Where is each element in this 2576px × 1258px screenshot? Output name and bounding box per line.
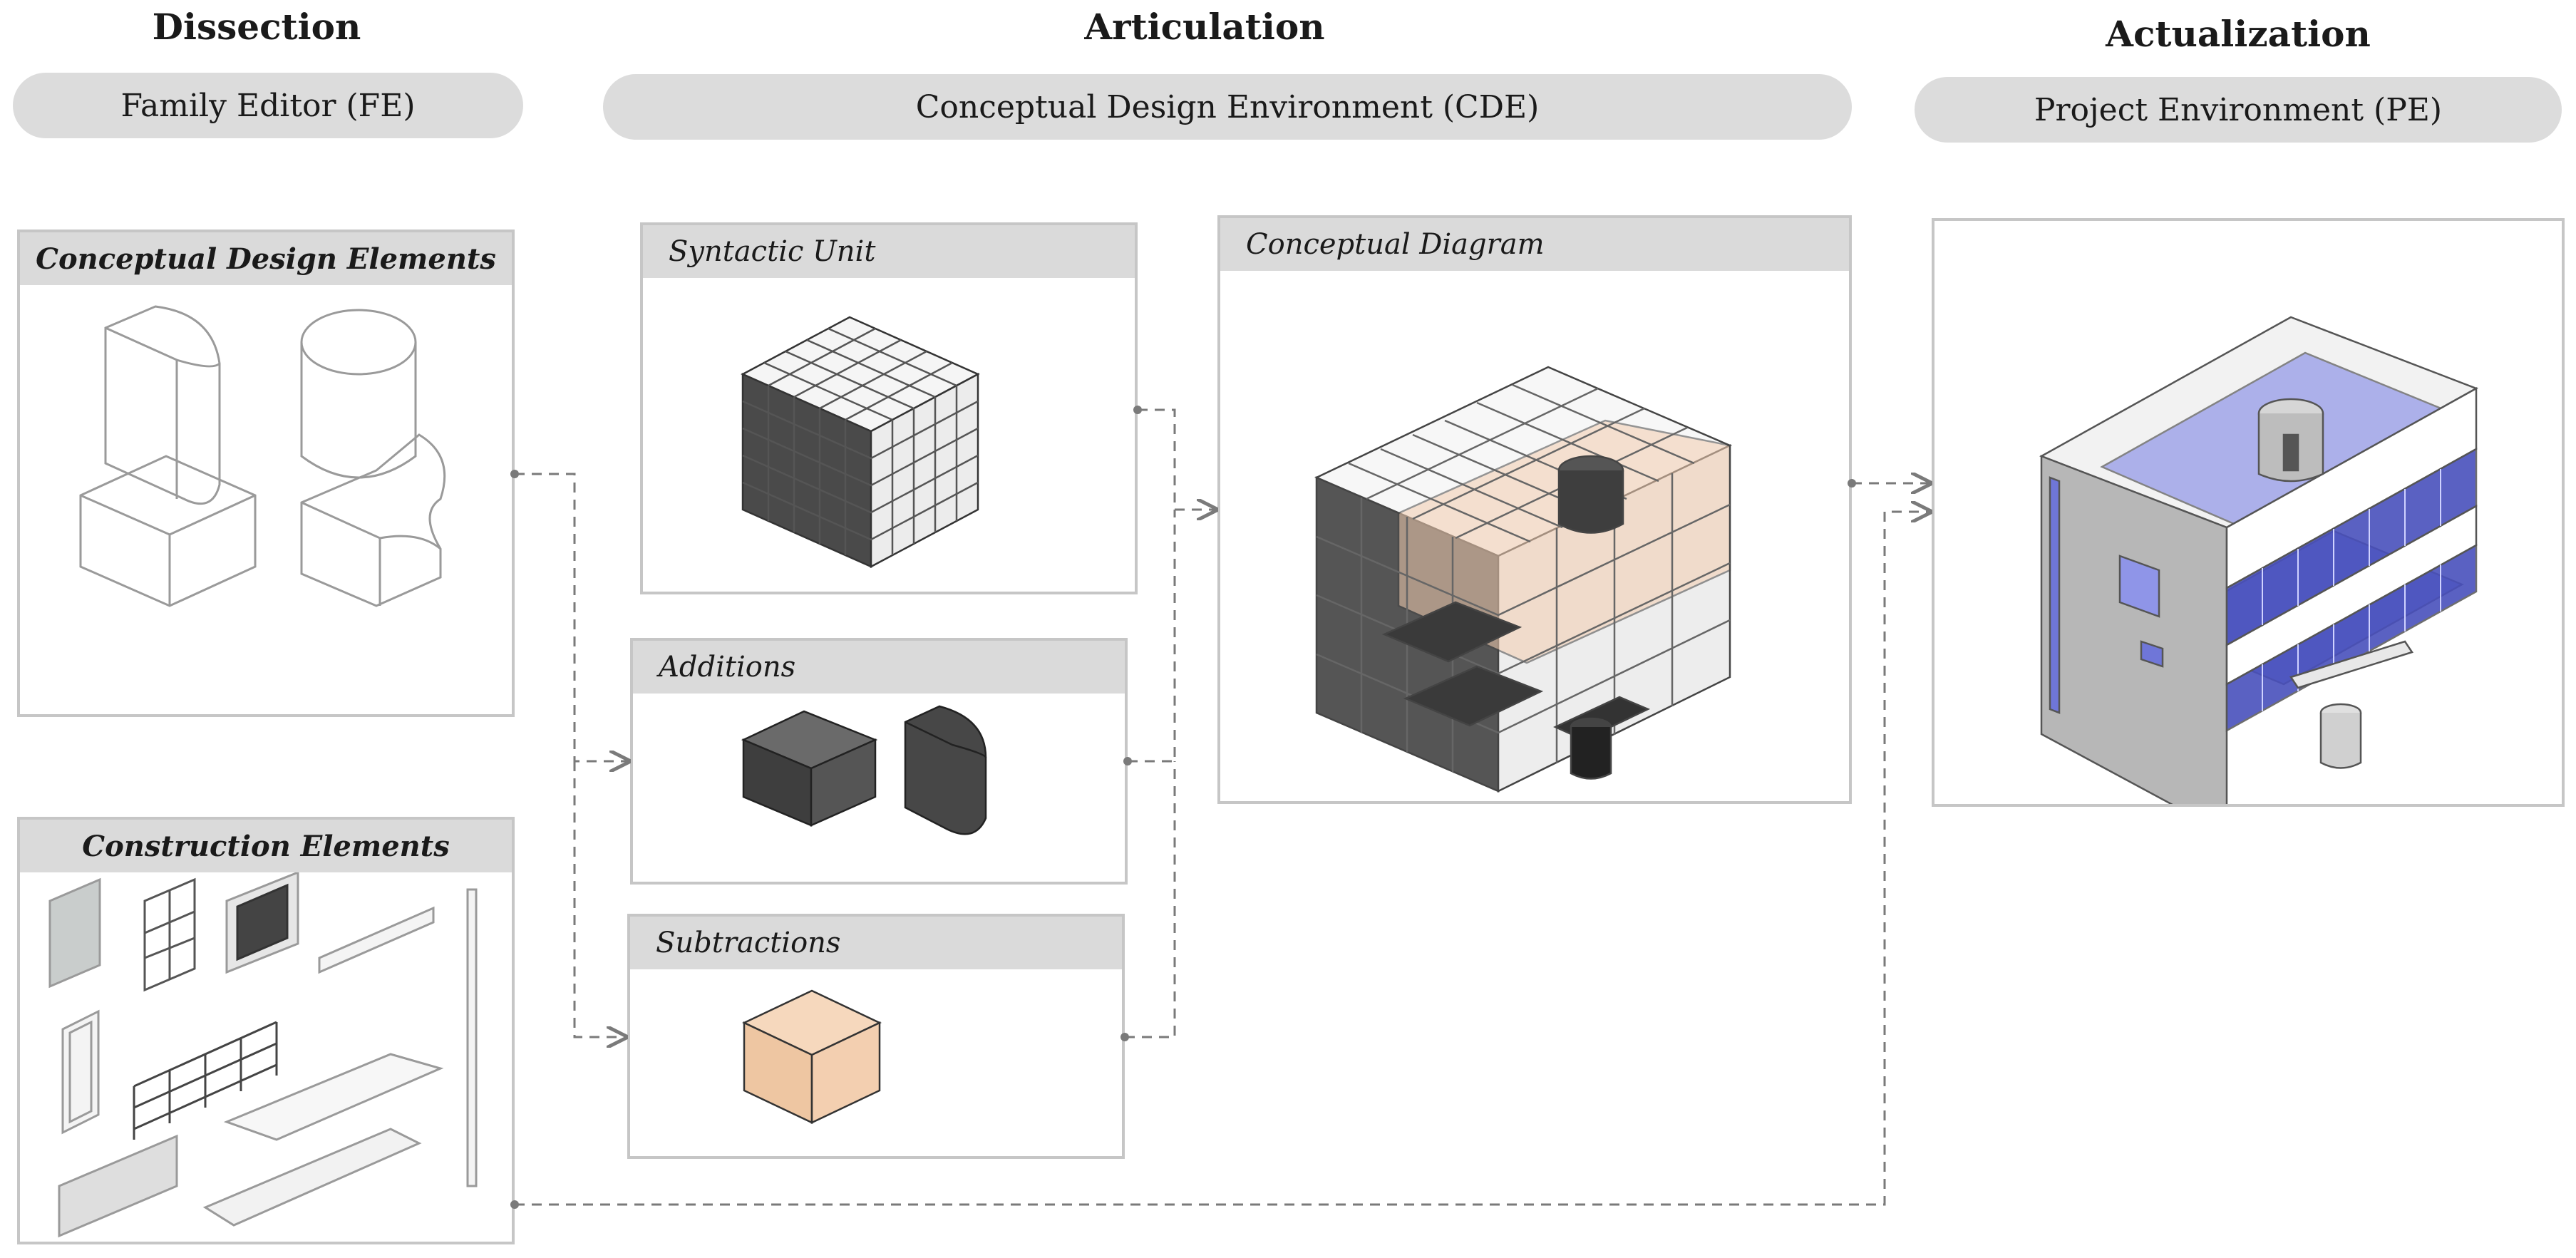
stage-title-dissection: Dissection — [152, 6, 361, 48]
door-icon — [61, 1009, 100, 1135]
slab-icon — [223, 1053, 444, 1141]
stage-title-actualization: Actualization — [2106, 13, 2371, 55]
subtractions-illustration — [742, 989, 882, 1124]
curtain-wall-icon — [143, 877, 196, 992]
panel-conceptual-diagram: Conceptual Diagram — [1217, 215, 1852, 804]
diagram-cylinder-top — [1557, 455, 1624, 534]
panel-title: Additions — [633, 641, 1125, 694]
environment-pill-fe: Family Editor (FE) — [13, 73, 523, 138]
curved-cutout-shape — [300, 433, 446, 607]
panel-project-environment — [1932, 218, 2565, 807]
stage-title-articulation: Articulation — [1084, 6, 1325, 48]
panel-title: Construction Elements — [20, 820, 512, 872]
rounded-prism-shape — [104, 305, 221, 505]
wall-segment-icon — [58, 1134, 178, 1238]
beam-icon — [318, 906, 435, 974]
solid-box-shape — [741, 710, 878, 827]
panel-title: Conceptual Diagram — [1220, 218, 1849, 271]
panel-subtractions: Subtractions — [627, 914, 1125, 1159]
floor-slab-icon — [202, 1128, 422, 1227]
connector-cde-elements — [515, 473, 627, 761]
conceptual-shapes-illustration — [79, 305, 446, 607]
solid-rounded-prism-shape — [904, 705, 987, 835]
conceptual-diagram-illustration — [1314, 366, 1733, 793]
connector-syntactic-unit — [1138, 408, 1215, 510]
box-shape — [79, 455, 257, 607]
additions-illustration — [741, 705, 987, 835]
panel-title: Subtractions — [630, 917, 1122, 969]
connector-cde-to-subtractions — [573, 761, 624, 1037]
environment-pill-pe: Project Environment (PE) — [1915, 77, 2562, 143]
panel-title: Conceptual Design Elements — [20, 232, 512, 285]
panel-additions: Additions — [630, 638, 1128, 885]
column-icon — [466, 888, 478, 1187]
panel-syntactic-unit: Syntactic Unit — [640, 222, 1138, 594]
panel-title: Syntactic Unit — [643, 225, 1135, 278]
building-model-illustration — [2039, 316, 2478, 804]
panel-conceptual-design-elements: Conceptual Design Elements — [17, 230, 515, 717]
wall-panel-icon — [48, 877, 101, 989]
connector-subtractions — [1125, 761, 1176, 1038]
diagram-cylinder-bottom — [1570, 717, 1612, 780]
grid-cube-illustration — [741, 316, 980, 569]
window-frame-icon — [225, 872, 299, 974]
construction-elements-illustration — [48, 872, 478, 1238]
environment-pill-cde: Conceptual Design Environment (CDE) — [603, 74, 1852, 140]
panel-construction-elements: Construction Elements — [17, 817, 515, 1244]
railing-icon — [133, 1021, 278, 1140]
